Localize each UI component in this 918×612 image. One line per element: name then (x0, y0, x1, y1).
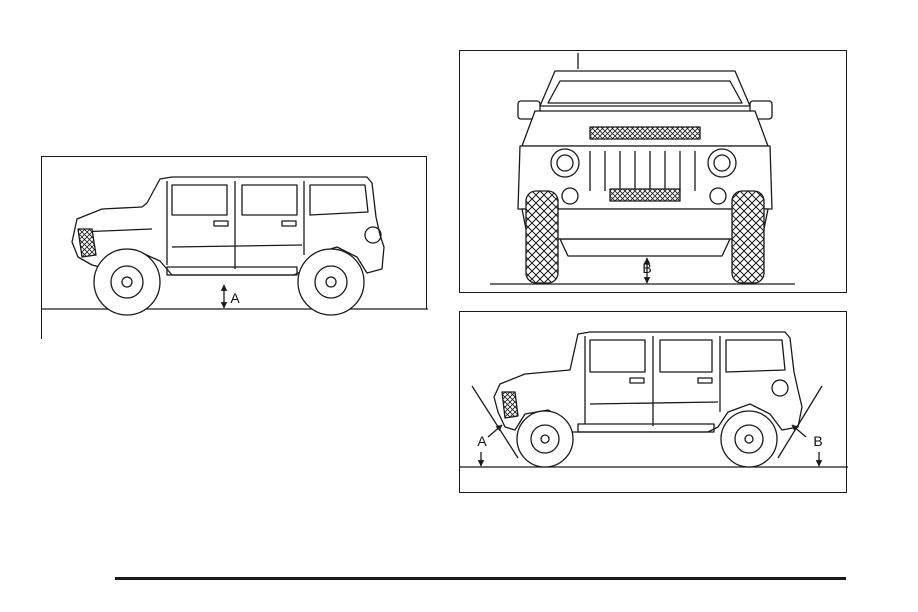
vehicle-front-view-icon: B (460, 51, 848, 294)
footer-rule (115, 577, 846, 580)
front-clearance-label-b: B (642, 260, 651, 276)
front-view-figure: B (459, 50, 847, 293)
approach-angle-label-a: A (477, 433, 487, 449)
vehicle-side-view-icon: A (42, 157, 428, 340)
ground-clearance-label-a: A (230, 290, 240, 306)
departure-angle-label-b: B (813, 433, 822, 449)
ground-clearance-figure: A (41, 156, 427, 339)
approach-departure-angle-figure: A B (459, 311, 847, 493)
vehicle-side-view-icon: A B (460, 312, 848, 494)
